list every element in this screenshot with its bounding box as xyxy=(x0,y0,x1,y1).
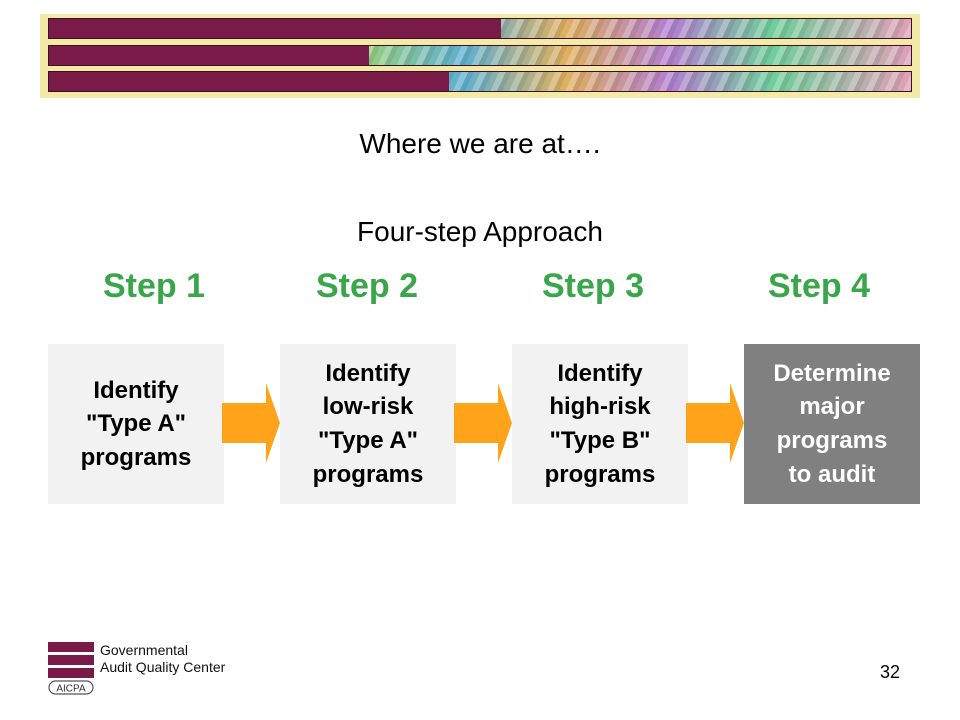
step-4-text: Determine major programs to audit xyxy=(773,359,891,488)
banner-bar xyxy=(48,71,912,92)
step-2-label: Step 2 xyxy=(315,267,419,305)
step-1-label: Step 1 xyxy=(102,267,206,305)
step-1-text: Identify "Type A" programs xyxy=(80,376,192,471)
step-4-box: Determine major programs to audit xyxy=(744,344,920,504)
arrow-right-icon xyxy=(222,383,280,463)
arrow-right-icon xyxy=(686,383,744,463)
logo-line-2: Audit Quality Center xyxy=(100,659,226,675)
gaqc-logo: AICPA Governmental Audit Quality Center xyxy=(48,642,226,695)
logo-badge: AICPA xyxy=(56,684,86,695)
banner-bar xyxy=(48,45,912,66)
step-3-box: Identify high-risk "Type B" programs xyxy=(512,344,688,504)
header-banner xyxy=(40,14,920,98)
slide-title: Where we are at…. xyxy=(359,128,601,159)
arrow-right-icon xyxy=(454,383,512,463)
banner-bar xyxy=(48,18,912,39)
step-2-box: Identify low-risk "Type A" programs xyxy=(280,344,456,504)
step-4-label: Step 4 xyxy=(767,267,871,305)
logo-line-1: Governmental xyxy=(100,642,188,658)
step-2-text: Identify low-risk "Type A" programs xyxy=(312,359,424,488)
slide-subtitle: Four-step Approach xyxy=(357,216,603,247)
page-number: 32 xyxy=(879,662,900,682)
step-3-label: Step 3 xyxy=(541,267,645,305)
step-3-text: Identify high-risk "Type B" programs xyxy=(544,359,656,488)
step-1-box: Identify "Type A" programs xyxy=(48,344,224,504)
